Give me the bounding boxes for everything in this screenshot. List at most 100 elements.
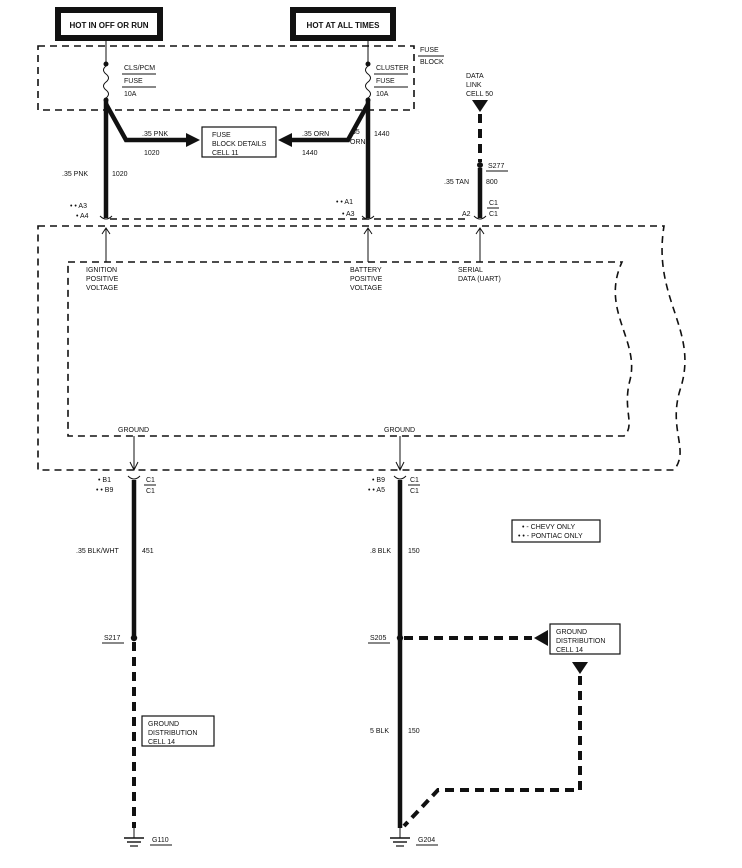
fuse-left-name: CLS/PCM <box>124 65 155 72</box>
data-link-ref-1: DATA <box>466 73 484 80</box>
splice-s277-label: S277 <box>488 163 504 170</box>
fuse-block-label-1: FUSE <box>420 47 439 54</box>
gnd-dist-right-2: DISTRIBUTION <box>556 638 605 645</box>
ground-dist-arrow-left-icon <box>534 630 548 646</box>
branch-left-circuit: 1020 <box>144 150 160 157</box>
splice-s205-label: S205 <box>370 635 386 642</box>
gnd-dist-right-1: GROUND <box>556 629 587 636</box>
branch-left-wire <box>104 102 186 143</box>
wire-1440-gauge-1: .35 <box>350 129 360 136</box>
branch-right-wire <box>292 102 370 143</box>
ground-g204-label: G204 <box>418 837 435 844</box>
pin-ign-a4: • A4 <box>76 213 89 220</box>
fuse-right-name: CLUSTER <box>376 65 409 72</box>
input-ser-line-2: DATA (UART) <box>458 276 501 283</box>
pin-bat-a1: • • A1 <box>336 199 353 206</box>
input-ignition <box>101 227 111 262</box>
branch-left-gauge: .35 PNK <box>142 131 168 138</box>
branch-right-gauge: .35 ORN <box>302 131 329 138</box>
legend-pontiac: • • - PONTIAC ONLY <box>518 533 583 540</box>
fuse-block-label-2: BLOCK <box>420 59 444 66</box>
pin-bat-a3: • A3 <box>342 211 355 218</box>
legend-box: • - CHEVY ONLY • • - PONTIAC ONLY <box>511 519 601 543</box>
terminal-bat <box>361 215 375 220</box>
ground-right-label: GROUND <box>384 427 415 434</box>
power-label-left-text: HOT IN OFF OR RUN <box>69 21 148 30</box>
ground-distribution-ref-right: GROUND DISTRIBUTION CELL 14 <box>549 623 621 655</box>
ground-g204-icon <box>390 828 410 847</box>
pin-gnd2-c1-top: C1 <box>410 477 419 484</box>
pin-gnd-b9: • • B9 <box>96 487 113 494</box>
wire-800-circuit: 800 <box>486 179 498 186</box>
power-label-right-text: HOT AT ALL TIMES <box>307 21 381 30</box>
ground-distribution-ref-left: GROUND DISTRIBUTION CELL 14 <box>141 715 215 747</box>
wire-150b-gauge: 5 BLK <box>370 728 389 735</box>
ground-left-arrow-icon <box>129 461 139 472</box>
splice-s217-label: S217 <box>104 635 120 642</box>
data-link-ref-3: CELL 50 <box>466 91 493 98</box>
pin-gnd2-b9: • B9 <box>372 477 385 484</box>
ground-dist-arrow-down-icon <box>572 662 588 674</box>
pin-ign-a3: • • A3 <box>70 203 87 210</box>
input-bat-line-3: VOLTAGE <box>350 285 382 292</box>
splice-s205-dot <box>396 634 404 642</box>
pin-gnd-b1: • B1 <box>98 477 111 484</box>
pin-ser-c1-top: C1 <box>489 200 498 207</box>
wire-150a-gauge: .8 BLK <box>370 548 391 555</box>
ground-left-label: GROUND <box>118 427 149 434</box>
pin-gnd-c1-bottom: C1 <box>146 488 155 495</box>
wire-1020-circuit: 1020 <box>112 171 128 178</box>
fuse-ref-line-1: FUSE <box>212 132 231 139</box>
module-outline-inner <box>67 261 633 437</box>
pin-gnd2-c1-bottom: C1 <box>410 488 419 495</box>
wire-150a-circuit: 150 <box>408 548 420 555</box>
input-ign-line-1: IGNITION <box>86 267 117 274</box>
terminal-gnd-left <box>127 475 141 480</box>
wire-150b-circuit: 150 <box>408 728 420 735</box>
ground-g110-icon <box>124 828 144 847</box>
branch-left-arrow-icon <box>186 133 200 147</box>
input-ser-line-1: SERIAL <box>458 267 483 274</box>
wire-return-dashed <box>402 676 582 828</box>
terminal-ser <box>473 215 487 220</box>
wire-451-gauge: .35 BLK/WHT <box>76 548 120 555</box>
input-bat-line-1: BATTERY <box>350 267 382 274</box>
fuse-left-symbol <box>103 61 109 103</box>
power-label-hot-at-all-times: HOT AT ALL TIMES <box>290 7 396 41</box>
fuse-ref-line-3: CELL 11 <box>212 150 239 157</box>
data-link-arrow-icon <box>472 100 488 112</box>
data-link-ref-2: LINK <box>466 82 482 89</box>
splice-s277-dot <box>477 162 483 168</box>
fuse-ref-line-2: BLOCK DETAILS <box>212 141 267 148</box>
splice-s217-dot <box>130 634 138 642</box>
ground-right-arrow-icon <box>395 461 405 472</box>
pin-ser-c1-bottom: C1 <box>489 211 498 218</box>
wire-1440-gauge-2: ORN <box>350 139 366 146</box>
branch-right-arrow-icon <box>278 133 292 147</box>
fuse-block-outline <box>37 45 415 111</box>
fuse-left-rating: 10A <box>124 91 137 98</box>
fuse-block-details-ref: FUSE BLOCK DETAILS CELL 11 <box>201 126 277 158</box>
fuse-right-rating: 10A <box>376 91 389 98</box>
fuse-right-symbol <box>365 61 371 103</box>
ground-g110-label: G110 <box>152 837 169 844</box>
gnd-dist-left-2: DISTRIBUTION <box>148 730 197 737</box>
input-battery <box>363 227 373 262</box>
input-bat-line-2: POSITIVE <box>350 276 383 283</box>
legend-chevy: • - CHEVY ONLY <box>522 524 575 531</box>
branch-right-circuit: 1440 <box>302 150 318 157</box>
input-ign-line-3: VOLTAGE <box>86 285 118 292</box>
gnd-dist-right-3: CELL 14 <box>556 647 583 654</box>
terminal-ign <box>99 215 113 220</box>
pin-gnd-c1-top: C1 <box>146 477 155 484</box>
wire-451-circuit: 451 <box>142 548 154 555</box>
wire-1440-circuit: 1440 <box>374 131 390 138</box>
wire-800-gauge: .35 TAN <box>444 179 469 186</box>
gnd-dist-left-3: CELL 14 <box>148 739 175 746</box>
input-serial <box>475 227 485 262</box>
input-ign-line-2: POSITIVE <box>86 276 119 283</box>
gnd-dist-left-1: GROUND <box>148 721 179 728</box>
wire-1020-gauge: .35 PNK <box>62 171 88 178</box>
fuse-right-type: FUSE <box>376 78 395 85</box>
